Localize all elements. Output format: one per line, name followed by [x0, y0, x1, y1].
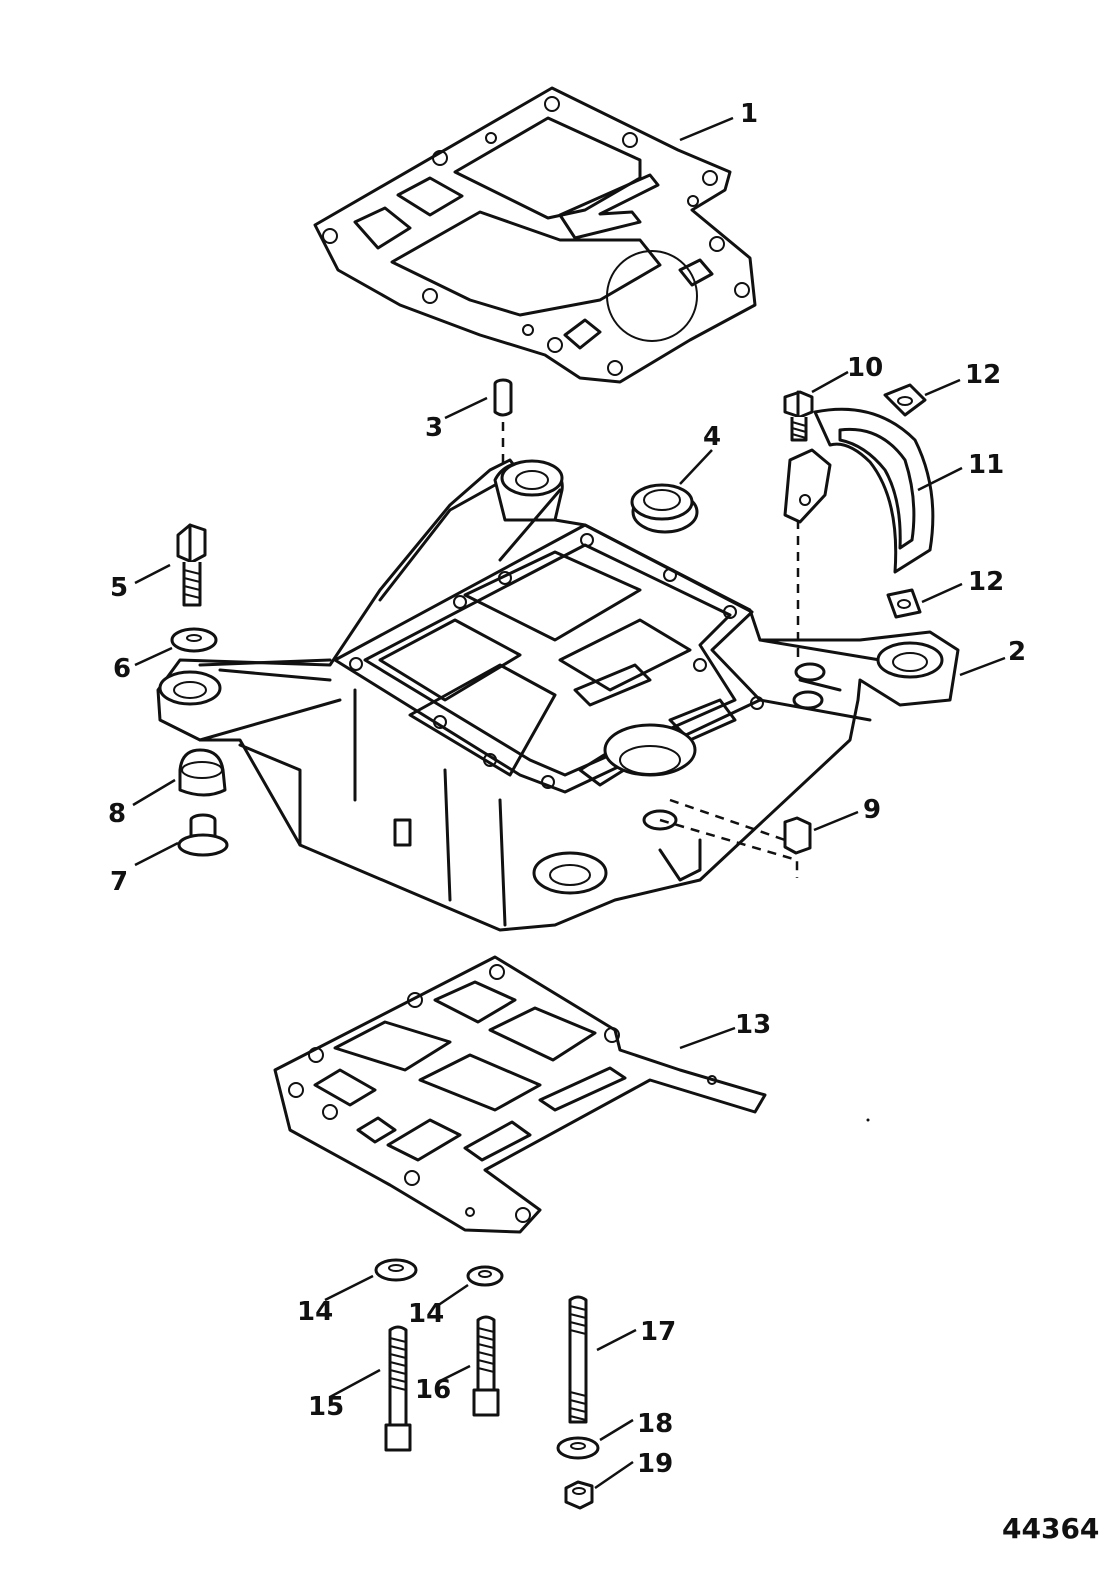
part-10-screw [783, 390, 814, 660]
callout-2: 2 [1008, 637, 1026, 667]
part-11-bracket [783, 407, 935, 574]
callout-9: 9 [863, 795, 881, 825]
callout-10: 10 [847, 353, 883, 383]
callout-14-left: 14 [297, 1297, 333, 1327]
callout-18: 18 [637, 1409, 673, 1439]
part-19-nut [564, 1480, 594, 1510]
callout-17: 17 [640, 1317, 676, 1347]
part-6-washer [170, 627, 218, 653]
part-8-grommet [178, 748, 227, 797]
callout-12-top: 12 [965, 360, 1001, 390]
callout-19: 19 [637, 1449, 673, 1479]
leader-lines [132, 116, 1006, 1490]
callout-11: 11 [968, 450, 1004, 480]
callout-4: 4 [703, 422, 721, 452]
part-13-lower-gasket [273, 955, 870, 1234]
part-9-screw [659, 798, 812, 878]
callout-12-bottom: 12 [968, 567, 1004, 597]
part-5-bolt [176, 523, 207, 607]
part-7-sleeve [177, 813, 229, 857]
callout-5: 5 [110, 573, 128, 603]
callout-8: 8 [108, 799, 126, 829]
part-14-washer-right [466, 1265, 504, 1287]
callout-6: 6 [113, 654, 131, 684]
part-16-bolt [472, 1315, 500, 1417]
callout-7: 7 [110, 867, 128, 897]
part-12-clip-nut-bottom [886, 588, 922, 619]
callout-15: 15 [308, 1392, 344, 1422]
callout-labels: 1 2 3 4 5 6 7 8 9 10 11 12 12 13 14 14 1… [108, 99, 1026, 1479]
part-12-clip-nut-top [883, 383, 927, 417]
callout-1: 1 [740, 99, 758, 129]
part-15-bolt [384, 1325, 412, 1452]
callout-14-right: 14 [408, 1299, 444, 1329]
part-18-washer [556, 1436, 600, 1460]
callout-3: 3 [425, 413, 443, 443]
part-4-seal [630, 483, 699, 534]
part-14-washer-left [374, 1258, 418, 1282]
callout-13: 13 [735, 1010, 771, 1040]
callout-16: 16 [415, 1375, 451, 1405]
part-17-stud [568, 1295, 588, 1424]
figure-number: 44364 [1002, 1512, 1099, 1545]
part-3-dowel-pin [493, 378, 513, 470]
part-2-adapter-plate [156, 458, 960, 932]
part-1-upper-gasket [313, 86, 757, 384]
